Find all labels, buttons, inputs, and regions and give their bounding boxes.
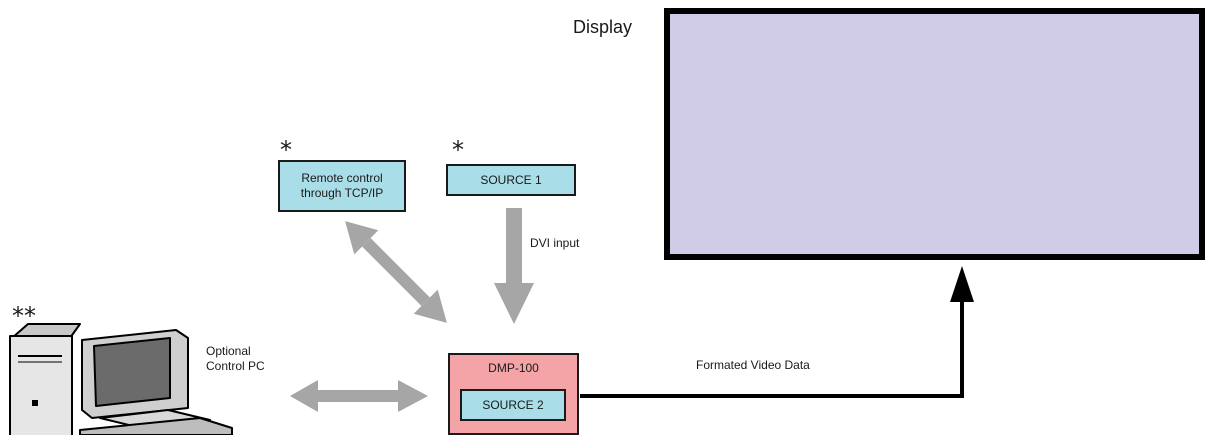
dmp-label: DMP-100 — [488, 361, 539, 375]
remote-control-box: Remote control through TCP/IP — [278, 160, 406, 212]
pc-double-arrow — [290, 380, 428, 412]
remote-control-label: Remote control through TCP/IP — [300, 171, 384, 200]
source2-label: SOURCE 2 — [482, 398, 544, 412]
display-label: Display — [573, 17, 633, 37]
source2-box: SOURCE 2 — [460, 389, 566, 421]
pc-tower-front — [9, 335, 73, 435]
video-output-arrow — [580, 266, 974, 398]
pc-asterisks: ** — [12, 302, 36, 330]
pc-keyboard — [79, 417, 233, 435]
source1-label: SOURCE 1 — [480, 172, 542, 187]
source1-asterisk: * — [452, 136, 464, 164]
pc-label: Optional Control PC — [206, 344, 265, 373]
display-screen — [664, 8, 1205, 260]
remote-control-asterisk: * — [280, 136, 292, 164]
dvi-input-label: DVI input — [530, 236, 580, 250]
remote-control-double-arrow — [345, 221, 447, 323]
pc-monitor-screen — [93, 337, 171, 407]
source1-box: SOURCE 1 — [446, 164, 576, 196]
video-data-label: Formated Video Data — [696, 358, 810, 372]
dmp-box: DMP-100 SOURCE 2 — [448, 353, 579, 435]
control-pc-illustration — [9, 323, 233, 435]
dvi-input-arrow — [494, 208, 534, 324]
